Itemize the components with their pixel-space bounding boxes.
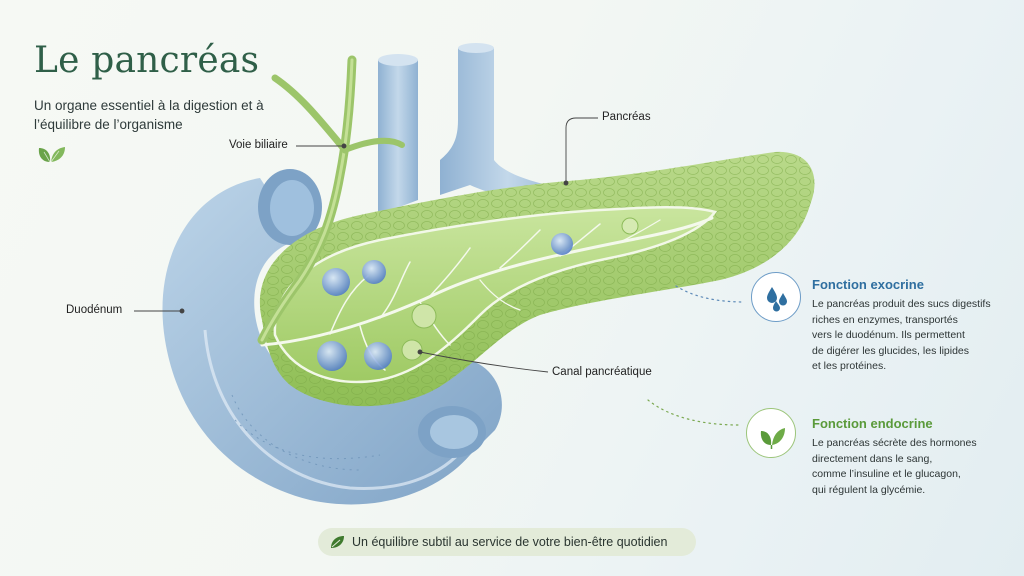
- blood-vessels: [378, 43, 575, 215]
- leader-pancreas: [565, 117, 598, 183]
- duodenum: [162, 169, 502, 505]
- exocrine-title: Fonction exocrine: [812, 277, 924, 292]
- leader-canal: [419, 351, 549, 373]
- page-title: Le pancréas: [34, 40, 260, 81]
- page-subtitle: Un organe essentiel à la digestion et à …: [34, 98, 264, 132]
- leaf-icon: [760, 428, 785, 449]
- label-duodenum: Duodénum: [66, 304, 123, 316]
- label-pancreas: Pancréas: [602, 111, 651, 123]
- exocrine-icon-circle: [751, 272, 801, 322]
- acini-clusters: [317, 217, 639, 371]
- endocrine-text: Le pancréas sécrète des hormones directe…: [812, 437, 977, 496]
- bile-duct: [257, 55, 405, 345]
- leaf-icon: [38, 147, 65, 163]
- footer-text: Un équilibre subtil au service de votre …: [352, 535, 668, 549]
- water-drops-icon: [767, 287, 787, 312]
- exocrine-text: Le pancréas produit des sucs digestifs r…: [812, 298, 991, 372]
- leader-lines: [134, 117, 598, 373]
- endocrine-title: Fonction endocrine: [812, 416, 933, 431]
- dotted-connectors: [647, 285, 745, 426]
- endocrine-icon-circle: [746, 408, 796, 458]
- label-canal-pancreatique: Canal pancréatique: [552, 366, 652, 378]
- footer-banner: Un équilibre subtil au service de votre …: [318, 528, 696, 556]
- label-voie-biliaire: Voie biliaire: [229, 139, 288, 151]
- pancreas-organ: [259, 151, 815, 407]
- leaf-icon: [331, 536, 344, 548]
